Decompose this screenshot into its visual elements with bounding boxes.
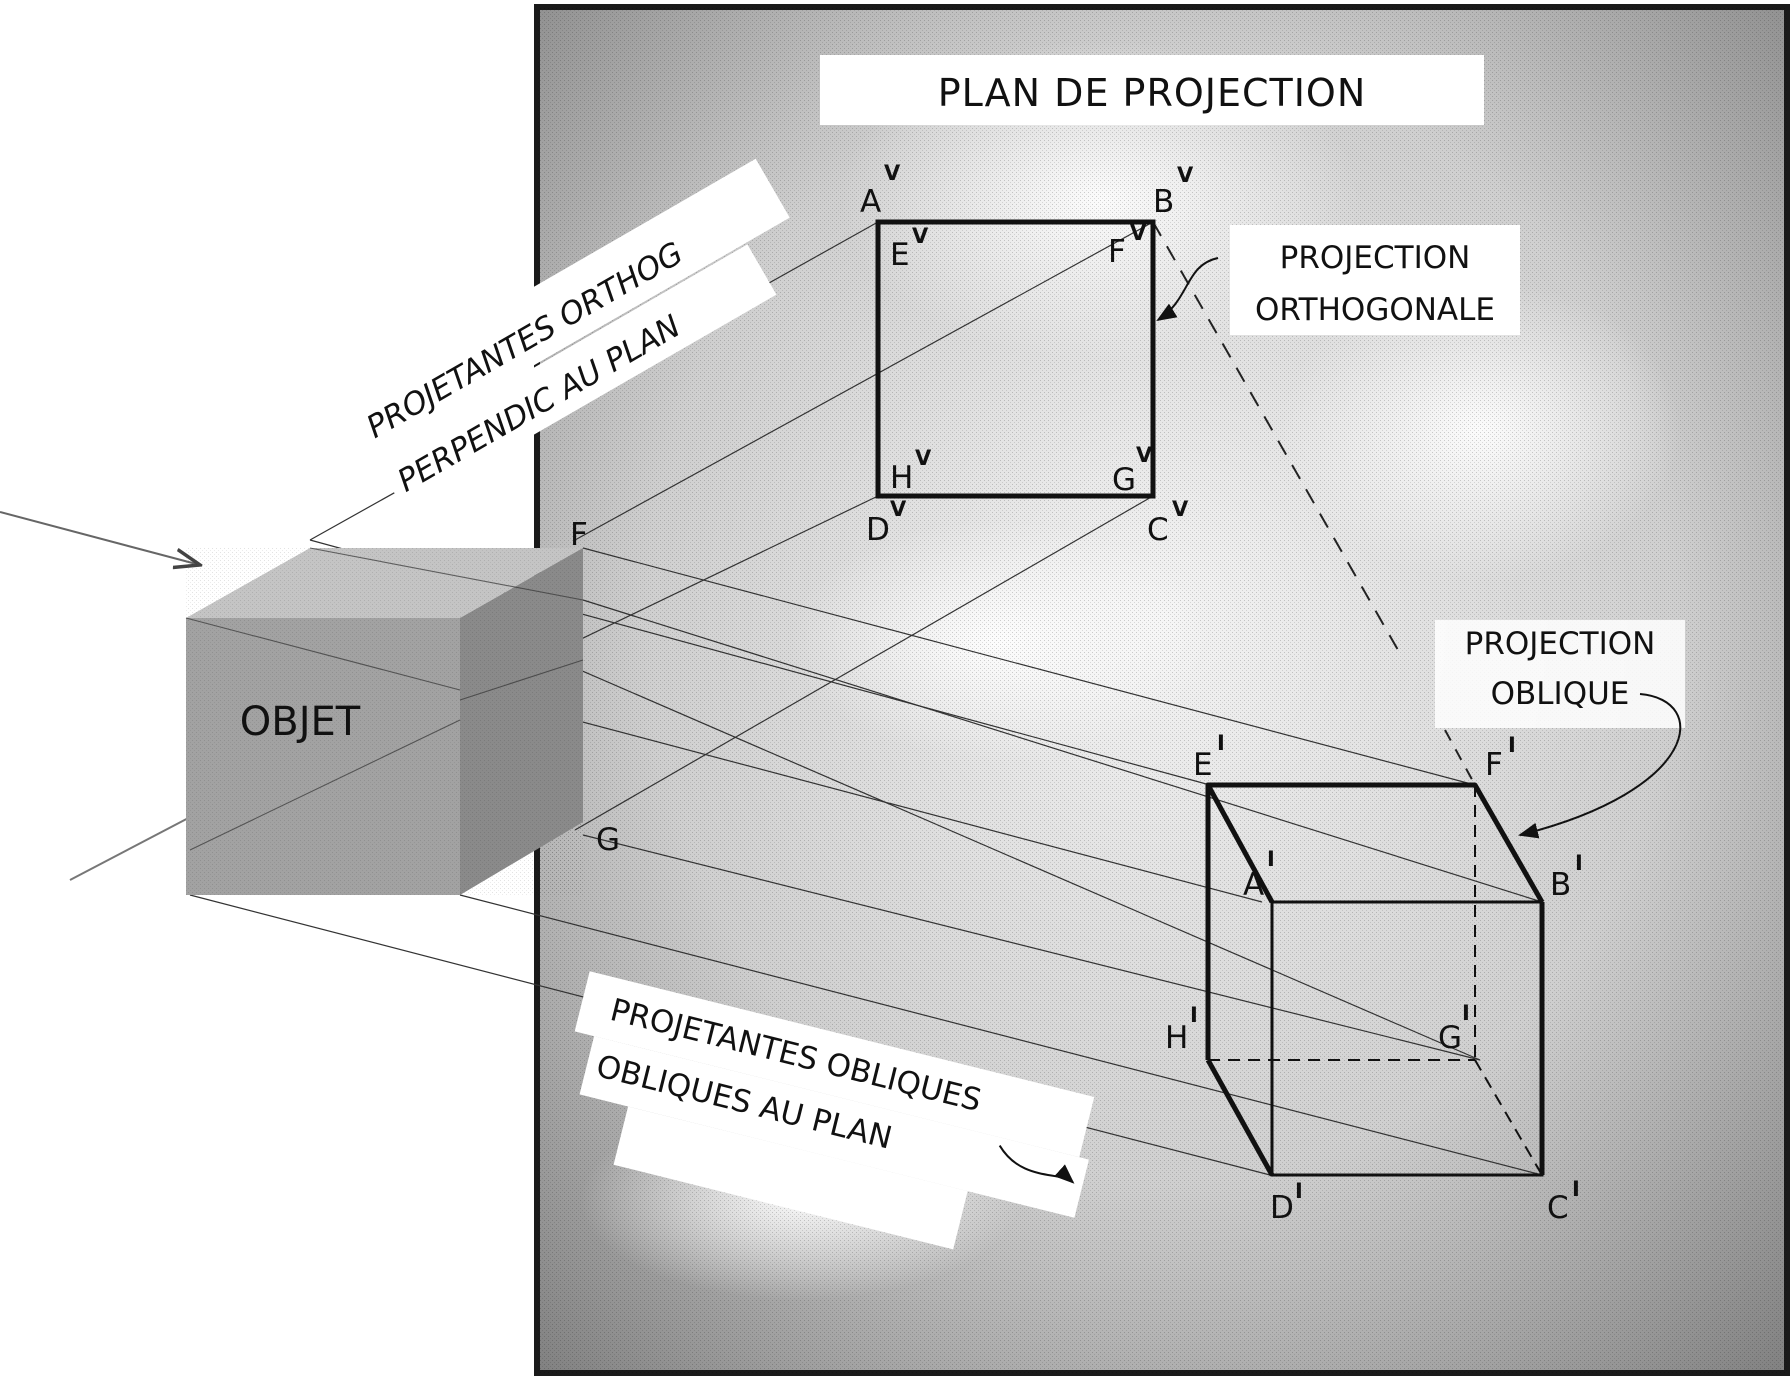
ortho-vertex-f-label: F	[1108, 234, 1126, 270]
oblique-projection-callout: PROJECTION OBLIQUE	[1435, 620, 1685, 839]
plane-title-box: PLAN DE PROJECTION	[820, 55, 1484, 125]
oblique-vertex-c-marker: I	[1572, 1177, 1580, 1201]
ortho-vertex-d-label: D	[866, 512, 890, 548]
oblique-vertex-g-marker: I	[1462, 1001, 1470, 1025]
ortho-vertex-g-marker: V	[1136, 443, 1153, 467]
oblique-projectors-label: PROJETANTES OBLIQUES OBLIQUES AU PLAN	[574, 971, 1095, 1250]
orthographic-projection-callout: PROJECTION ORTHOGONALE	[1156, 225, 1520, 335]
oblique-projection-line1: PROJECTION	[1465, 626, 1656, 662]
ortho-projection-pointer-arrow	[1156, 257, 1219, 322]
oblique-direction-dashed-line	[1444, 729, 1476, 786]
oblique-projectors-pointer-arrow	[998, 1145, 1075, 1184]
oblique-vertex-a-label: A	[1243, 867, 1264, 903]
oblique-projectors	[189, 539, 1543, 1176]
ortho-vertex-f-marker: V	[1130, 221, 1147, 245]
oblique-vertex-b-label: B	[1550, 867, 1571, 903]
oblique-vertex-c-label: C	[1547, 1190, 1569, 1226]
ortho-vertex-c-marker: V	[1172, 497, 1189, 521]
ortho-vertex-a-label: A	[860, 184, 881, 220]
oblique-vertex-d-marker: I	[1295, 1179, 1303, 1203]
oblique-vertex-b-marker: I	[1575, 851, 1583, 875]
oblique-vertex-a-marker: I	[1267, 847, 1275, 871]
oblique-vertex-d-label: D	[1270, 1190, 1294, 1226]
orthographic-projection-square	[875, 219, 1156, 499]
object-vertex-labels: F G	[570, 517, 620, 858]
ortho-projection-line2: ORTHOGONALE	[1255, 292, 1495, 328]
oblique-vertex-f-label: F	[1485, 747, 1503, 783]
oblique-projection-pointer-arrow	[1518, 693, 1682, 839]
ortho-vertex-a-marker: V	[884, 161, 901, 185]
oblique-projection-line2: OBLIQUE	[1491, 676, 1630, 712]
oblique-vertex-e-marker: I	[1217, 731, 1225, 755]
object-label: OBJET	[240, 699, 361, 745]
oblique-vertex-h-marker: I	[1190, 1003, 1198, 1027]
ortho-vertex-b-marker: V	[1177, 163, 1194, 187]
oblique-vertex-e-label: E	[1193, 747, 1213, 783]
oblique-projection-cube	[1205, 782, 1545, 1177]
ortho-projection-line1: PROJECTION	[1280, 240, 1471, 276]
oblique-vertex-f-marker: I	[1508, 733, 1516, 757]
ortho-vertex-e-marker: V	[912, 224, 929, 248]
ortho-vertex-b-label: B	[1153, 184, 1174, 220]
ortho-vertex-e-label: E	[890, 237, 910, 273]
object-vertex-g-label: G	[596, 822, 620, 858]
plane-title: PLAN DE PROJECTION	[938, 71, 1367, 115]
oblique-vertex-h-label: H	[1165, 1020, 1188, 1056]
ortho-vertex-d-marker: V	[890, 497, 907, 521]
ortho-vertex-h-marker: V	[915, 446, 932, 470]
ortho-vertex-h-label: H	[890, 460, 913, 496]
cube-overlay-projectors	[185, 547, 584, 851]
object-vertex-f-label: F	[570, 517, 588, 553]
object-cube: OBJET	[186, 548, 583, 895]
oblique-vertex-g-label: G	[1438, 1020, 1462, 1056]
orthographic-vertex-labels: A V B V E V F V H V G V D V C V	[860, 161, 1194, 548]
ortho-vertex-g-label: G	[1112, 462, 1136, 498]
oblique-vertex-labels: E I F I A I B I H I G I D I C I	[1165, 731, 1583, 1226]
ortho-vertex-c-label: C	[1147, 512, 1169, 548]
